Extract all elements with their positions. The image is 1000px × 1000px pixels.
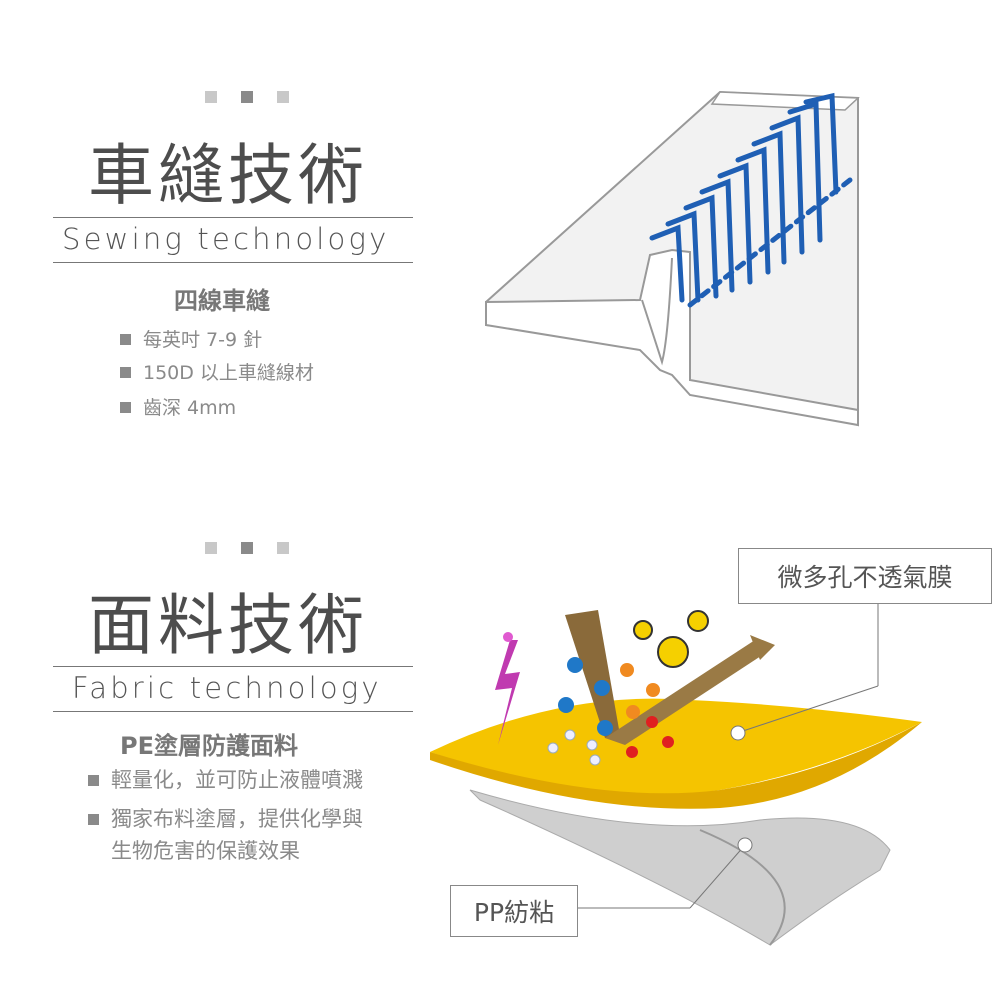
fabric-bullet: 輕量化，並可防止液體噴濺 <box>88 765 363 796</box>
divider <box>53 711 413 712</box>
decorative-dots <box>205 91 289 103</box>
bullet-text: 獨家布料塗層，提供化學與 <box>111 807 363 831</box>
fabric-title: 面料技術 <box>88 587 368 664</box>
membrane-label: 微多孔不透氣膜 <box>738 548 992 604</box>
fabric-illustration <box>430 602 922 946</box>
bullet-text: 150D 以上車縫線材 <box>143 362 314 384</box>
bullet-text: 齒深 4mm <box>143 397 237 419</box>
fabric-english-title: Fabric technology <box>72 671 382 705</box>
sewing-bullet: 150D 以上車縫線材 <box>120 358 314 389</box>
divider <box>53 262 413 263</box>
divider <box>53 217 413 218</box>
decorative-dots <box>205 542 289 554</box>
sewing-subtitle: 四線車縫 <box>174 287 270 315</box>
fabric-subtitle: PE塗層防護面料 <box>120 732 298 760</box>
bullet-square-icon <box>120 402 131 413</box>
bullet-square-icon <box>88 775 99 786</box>
seam-illustration <box>485 90 860 427</box>
sewing-title: 車縫技術 <box>88 137 368 214</box>
bullet-square-icon <box>120 367 131 378</box>
pp-spunbond-label: PP紡粘 <box>450 885 578 937</box>
bullet-square-icon <box>120 334 131 345</box>
bullet-text: 每英吋 7-9 針 <box>143 329 263 351</box>
sewing-bullet: 每英吋 7-9 針 <box>120 325 262 356</box>
sewing-bullet: 齒深 4mm <box>120 393 236 424</box>
bullet-square-icon <box>88 814 99 825</box>
divider <box>53 666 413 667</box>
bullet-text: 輕量化，並可防止液體噴濺 <box>111 768 363 792</box>
sewing-english-title: Sewing technology <box>62 222 390 256</box>
fabric-bullet-continued: 生物危害的保護效果 <box>111 839 300 863</box>
fabric-bullet: 獨家布料塗層，提供化學與 <box>88 804 363 835</box>
